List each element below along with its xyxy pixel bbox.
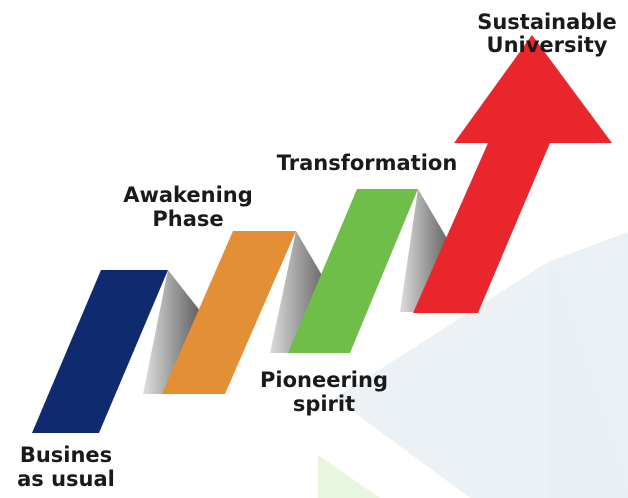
connector-fold-1 bbox=[143, 270, 208, 394]
stage-3-ribbon bbox=[288, 189, 418, 353]
stage-label-sustainable-university: Sustainable University bbox=[466, 11, 628, 57]
stage-4-arrow bbox=[413, 35, 612, 313]
stage-label-line: Busines bbox=[19, 443, 113, 467]
stage-label-line: University bbox=[486, 33, 608, 57]
stage-label-line: spirit bbox=[292, 392, 356, 416]
stage-label-line: Transformation bbox=[276, 151, 458, 175]
stage-label-awakening-phase: Awakening Phase bbox=[108, 183, 268, 231]
stage-label-line: Awakening bbox=[123, 183, 253, 207]
stage-label-line: as usual bbox=[17, 467, 115, 491]
connector-fold-3 bbox=[400, 189, 455, 312]
connector-fold-2 bbox=[270, 231, 333, 353]
stage-label-business-as-usual: Busines as usual bbox=[6, 443, 126, 491]
stage-label-transformation: Transformation bbox=[262, 151, 472, 175]
stage-label-line: Phase bbox=[152, 207, 224, 231]
stage-label-line: Pioneering bbox=[260, 368, 388, 392]
stage-2-ribbon bbox=[162, 231, 296, 394]
stage-1-ribbon bbox=[32, 270, 168, 433]
background-wedge-green bbox=[318, 455, 380, 498]
background-wedge bbox=[335, 262, 628, 498]
stage-label-pioneering-spirit: Pioneering spirit bbox=[244, 368, 404, 416]
stage-label-line: Sustainable bbox=[477, 10, 617, 34]
